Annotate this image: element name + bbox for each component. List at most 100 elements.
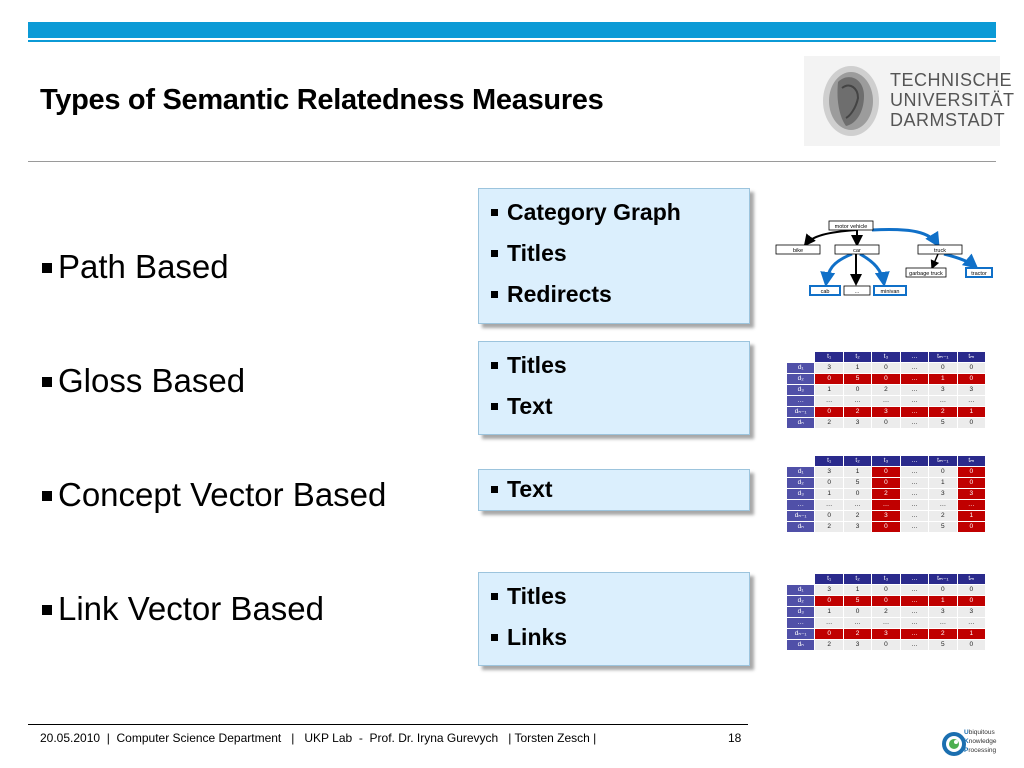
matrix-cell: … [842,395,873,407]
matrix-cell: 3 [871,510,901,522]
feature-item: Category Graph [491,197,749,238]
measure-path-based: Path Based [42,248,229,286]
matrix-cell: … [814,499,844,511]
matrix-cell: … [899,395,930,407]
matrix-cell: 0 [842,488,873,500]
matrix-row: d₁ 3 1 0 … 0 0 [785,584,987,596]
matrix-cell: … [899,373,930,385]
matrix-cell: 0 [928,466,958,478]
matrix-cell: … [899,584,930,596]
graph-node [834,244,880,255]
measure-label: Link Vector Based [58,590,324,627]
matrix-cell: 5 [842,477,873,489]
feature-item: Titles [491,581,749,622]
matrix-cell: 0 [956,584,987,596]
matrix-row-header: dₙ [785,521,816,533]
matrix-cell: 3 [814,362,844,374]
matrix-row-header: dₙ [785,417,816,429]
matrix-cell: 2 [842,510,873,522]
features-box-concept: Text [478,469,750,511]
graph-node-label: car [853,248,861,254]
matrix-cell: 2 [842,406,873,418]
matrix-row: dₙ₋₁ 0 2 3 … 2 1 [785,510,987,522]
top-accent-bar [28,22,996,38]
matrix-row-header: dₙ [785,639,816,651]
matrix-row: d₃ 1 0 2 … 3 3 [785,606,987,618]
slide-title: Types of Semantic Relatedness Measures [40,84,604,116]
feature-label: Titles [507,240,567,266]
matrix-col-header: tₘ₋₁ [928,351,958,363]
feature-label: Text [507,393,553,419]
matrix-cell: 5 [842,373,873,385]
feature-item: Links [491,622,749,663]
ukp-line: Ubiquitous [964,728,997,737]
matrix-col-header: tₘ [956,351,987,363]
bullet-icon [491,593,498,600]
logo-wordmark: TECHNISCHE UNIVERSITÄT DARMSTADT [890,70,1015,130]
feature-label: Titles [507,352,567,378]
graph-node [965,267,993,278]
graph-edge [820,252,853,287]
graph-edge [930,253,940,270]
matrix-cell: 0 [928,362,958,374]
matrix-row: d₁ 3 1 0 … 0 0 [785,466,987,478]
matrix-cell: 3 [871,628,901,640]
matrix-cell: 2 [814,521,844,533]
matrix-cell: 0 [871,466,901,478]
graph-node-label: … [854,289,860,295]
matrix-cell: 2 [928,406,958,418]
matrix-col-header: tₘ [956,573,987,585]
matrix-row-header: dₙ₋₁ [785,406,816,418]
graph-node [905,267,947,278]
matrix-cell: … [928,395,958,407]
matrix-cell: 3 [842,417,873,429]
matrix-cell: 3 [814,584,844,596]
matrix-cell: 1 [842,584,873,596]
matrix-row: dₙ 2 3 0 … 5 0 [785,417,987,429]
matrix-row: d₂ 0 5 0 … 1 0 [785,477,987,489]
footer-text: 20.05.2010 | Computer Science Department… [40,731,597,745]
graph-node-label: cab [821,289,830,295]
feature-label: Titles [507,583,567,609]
graph-node [873,285,907,296]
footer-divider [28,724,748,725]
measure-label: Gloss Based [58,362,246,399]
matrix-col-header: tₘ₋₁ [928,455,958,467]
matrix-cell: 1 [956,510,987,522]
matrix-row-header: … [785,499,816,511]
matrix-row: dₙ 2 3 0 … 5 0 [785,639,987,651]
matrix-col-header: tₘ [956,455,987,467]
bullet-icon [491,291,498,298]
matrix-cell: 1 [842,466,873,478]
matrix-cell: 1 [928,477,958,489]
graph-node [809,285,841,296]
matrix-cell: 0 [956,477,987,489]
matrix-col-header: t₂ [842,455,873,467]
feature-item: Titles [491,350,749,391]
matrix-cell: 2 [814,639,844,651]
matrix-cell: 0 [814,477,844,489]
matrix-header-row: t₁ t₂ t₃ … tₘ₋₁ tₘ [785,573,987,585]
matrix-row: d₂ 0 5 0 … 1 0 [785,373,987,385]
matrix-cell: … [899,510,930,522]
graph-node [917,244,963,255]
matrix-cell: 3 [928,488,958,500]
bullet-icon [491,634,498,641]
matrix-cell: 0 [956,466,987,478]
matrix-row-header: dₙ₋₁ [785,510,816,522]
matrix-cell: 0 [956,417,987,429]
matrix-cell: 2 [871,606,901,618]
matrix-cell: … [899,362,930,374]
graph-edge [871,228,940,248]
term-doc-matrix-concept: t₁ t₂ t₃ … tₘ₋₁ tₘ d₁ 3 1 0 … 0 0 d₂ 0 5… [785,455,987,533]
matrix-cell: … [899,639,930,651]
measure-concept-vector-based: Concept Vector Based [42,476,386,514]
bullet-icon [491,362,498,369]
matrix-row-header: d₃ [785,488,816,500]
matrix-cell: 3 [842,521,873,533]
matrix-cell: 3 [842,639,873,651]
matrix-cell: 3 [928,606,958,618]
matrix-row-header: d₃ [785,384,816,396]
header-divider [28,161,996,162]
matrix-row-header: … [785,395,816,407]
